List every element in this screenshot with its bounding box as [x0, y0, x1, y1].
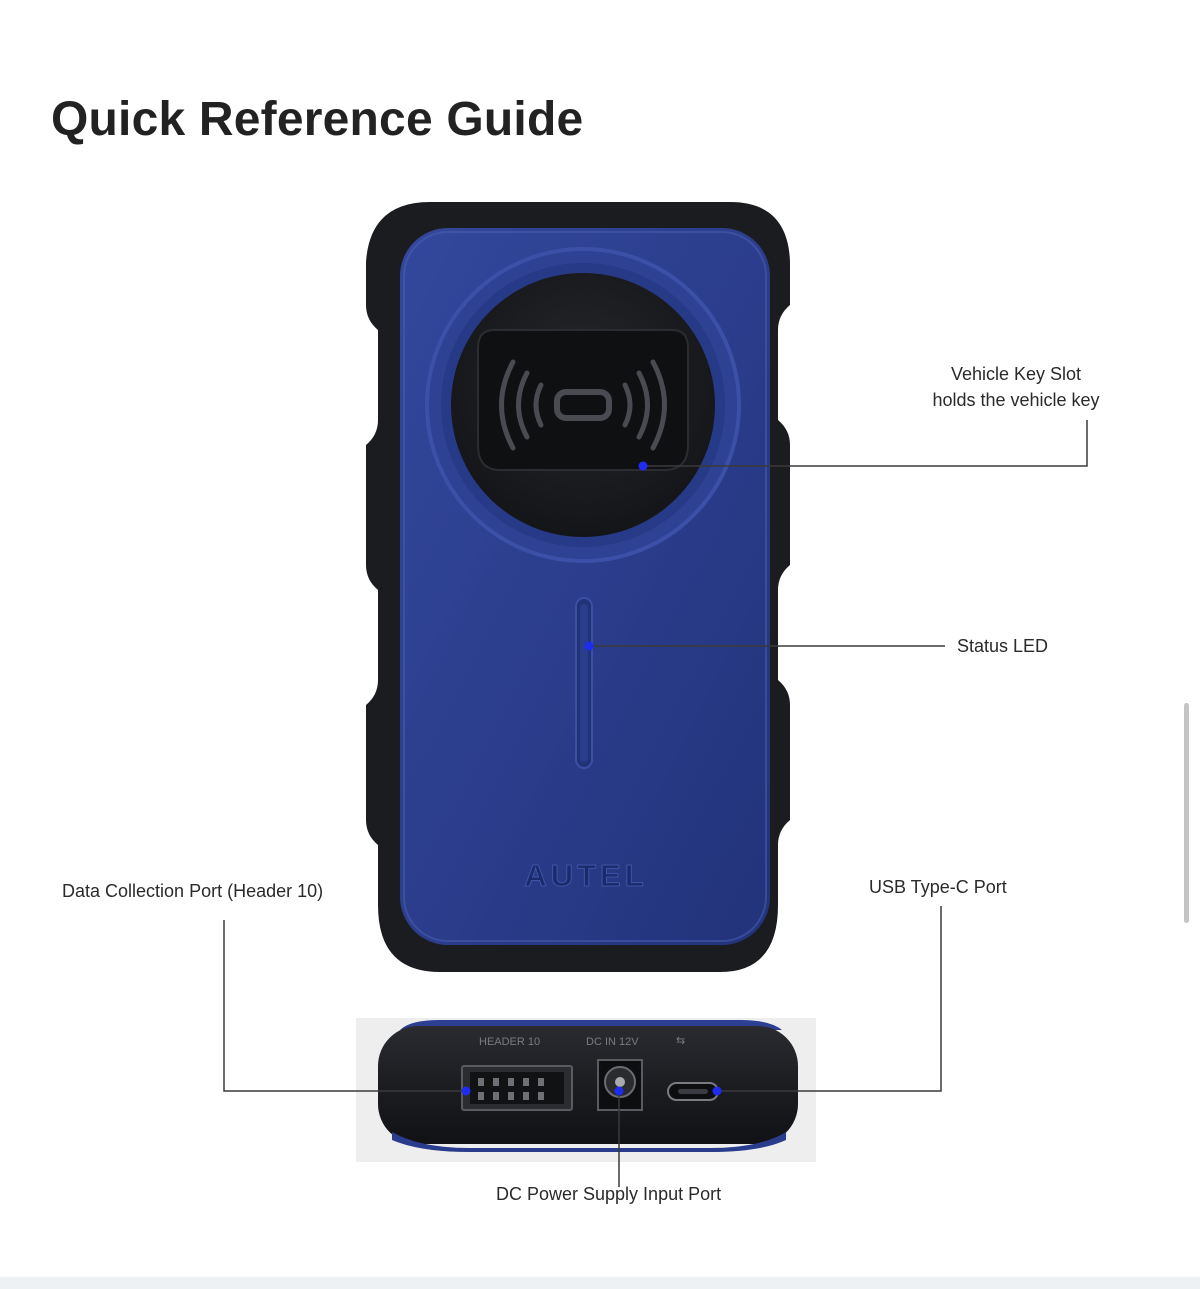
callout-usb-type-c-port: USB Type-C Port [869, 877, 1007, 897]
scrollbar-thumb[interactable] [1184, 703, 1189, 923]
marker-dc-power-port [614, 1086, 624, 1096]
marker-vehicle-key-slot [638, 461, 648, 471]
nfc-waves-icon [499, 359, 667, 451]
leader-data-collection-port [223, 920, 466, 1092]
usb-type-c-port [667, 1082, 719, 1101]
leader-vehicle-key-slot [643, 420, 1088, 467]
callout-data-collection-port: Data Collection Port (Header 10) [62, 881, 324, 901]
device-bottom-view: HEADER 10 DC IN 12V [356, 1018, 816, 1162]
leader-lines [223, 420, 1088, 1187]
bottom-strip [0, 1277, 1200, 1289]
callout-markers [461, 461, 722, 1096]
vehicle-key-slot [477, 329, 689, 471]
leader-usb-type-c-port [717, 906, 942, 1092]
callout-vehicle-key-slot-description: holds the vehicle key [932, 390, 1100, 410]
svg-text:DC IN 12V: DC IN 12V [586, 1036, 639, 1048]
marker-data-collection-port [461, 1086, 471, 1096]
callout-vehicle-key-slot: Vehicle Key Slot holds the vehicle key [916, 361, 1116, 413]
device-front-view: AUTEL [366, 202, 790, 972]
callout-status-led: Status LED [957, 636, 1049, 656]
page-title: Quick Reference Guide [51, 93, 584, 146]
callout-vehicle-key-slot-title: Vehicle Key Slot [950, 364, 1082, 384]
dc-power-port [597, 1059, 643, 1111]
marker-status-led [584, 641, 594, 651]
data-collection-port [461, 1065, 573, 1111]
svg-text:HEADER 10: HEADER 10 [479, 1036, 540, 1048]
marker-usb-type-c-port [712, 1086, 722, 1096]
brand-logo: AUTEL [524, 858, 647, 893]
svg-text:⇆: ⇆ [676, 1034, 685, 1047]
callout-dc-power-port: DC Power Supply Input Port [496, 1184, 722, 1204]
